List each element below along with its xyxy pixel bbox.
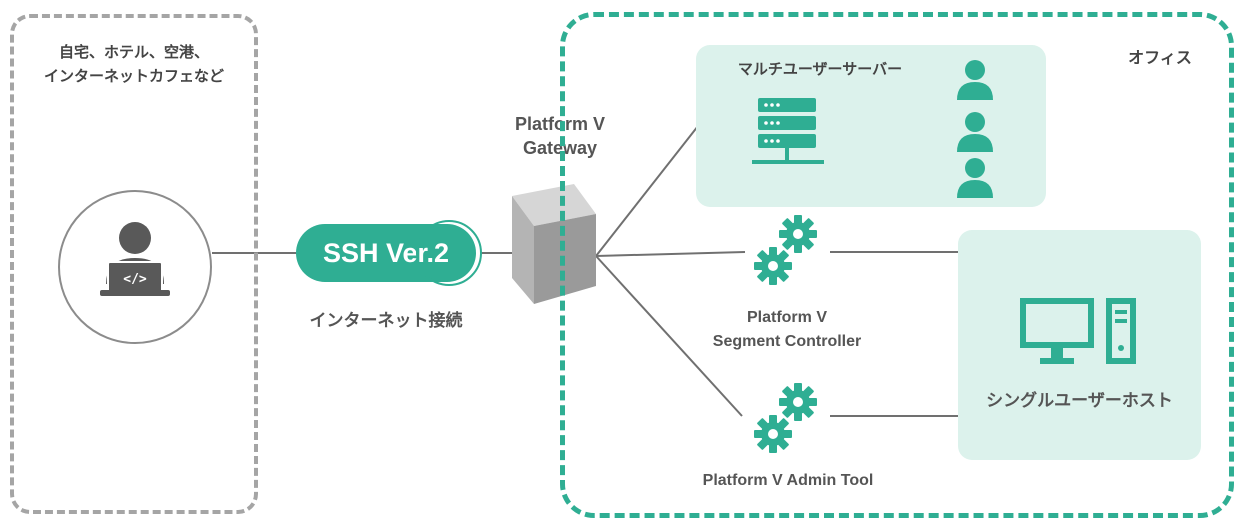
gateway-label-line2: Gateway <box>522 138 598 158</box>
office-zone <box>560 12 1234 518</box>
ssh-pill-ring <box>416 220 482 286</box>
user-icon-2 <box>957 112 993 152</box>
remote-label-line1: 自宅、ホテル、空港、 <box>58 43 209 61</box>
line-gateway-to-admin <box>595 255 743 417</box>
developer-laptop-icon: </> <box>100 222 170 296</box>
server-rack-icon <box>752 98 824 164</box>
segment-controller-label-line2: Segment Controller <box>712 333 862 350</box>
remote-zone-label: 自宅、ホテル、空港、 インターネットカフェなど <box>14 40 254 88</box>
gateway-device-icon <box>512 184 596 304</box>
single-user-host-label: シングルユーザーホスト <box>986 391 1173 411</box>
segment-controller-label-line1: Platform V <box>746 309 827 326</box>
multi-user-server-label: マルチユーザーサーバー <box>737 60 903 78</box>
desktop-computer-icon <box>1020 298 1136 364</box>
user-icon-3 <box>957 158 993 198</box>
multi-user-server-panel <box>696 45 1046 207</box>
user-icon-1 <box>957 60 993 100</box>
line-gateway-to-segment <box>595 251 746 257</box>
office-label: オフィス <box>1128 48 1192 67</box>
segment-controller-label: Platform V Segment Controller <box>680 306 894 354</box>
svg-text:</>: </> <box>123 272 147 287</box>
remote-label-line2: インターネットカフェなど <box>43 67 224 85</box>
remote-zone <box>10 14 258 514</box>
segment-controller-gears-icon <box>754 215 817 285</box>
internet-connection-label: インターネット接続 <box>309 311 463 331</box>
admin-tool-gears-icon <box>754 383 817 453</box>
line-gateway-to-server <box>595 125 699 257</box>
admin-tool-label: Platform V Admin Tool <box>702 472 874 489</box>
